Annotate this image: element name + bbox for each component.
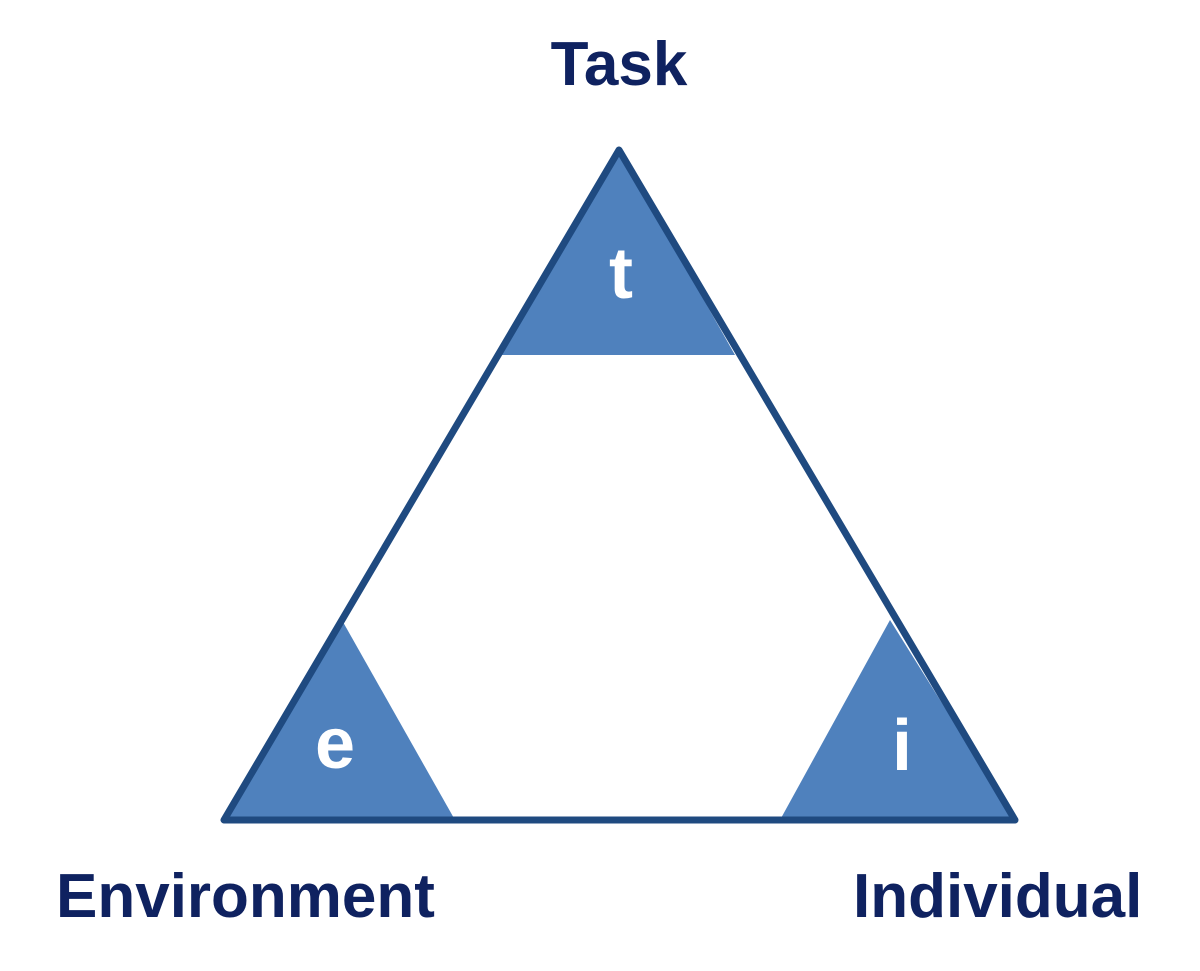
label-task: Task bbox=[550, 30, 688, 99]
letter-i: i bbox=[892, 706, 912, 786]
letter-t: t bbox=[609, 234, 633, 314]
corner-triangle-task bbox=[500, 150, 735, 355]
corner-triangle-individual bbox=[780, 620, 1015, 820]
outer-triangle bbox=[220, 146, 1019, 824]
letter-e: e bbox=[315, 704, 355, 784]
label-environment: Environment bbox=[56, 862, 435, 931]
corner-triangle-environment bbox=[224, 622, 455, 820]
label-individual: Individual bbox=[853, 862, 1143, 931]
